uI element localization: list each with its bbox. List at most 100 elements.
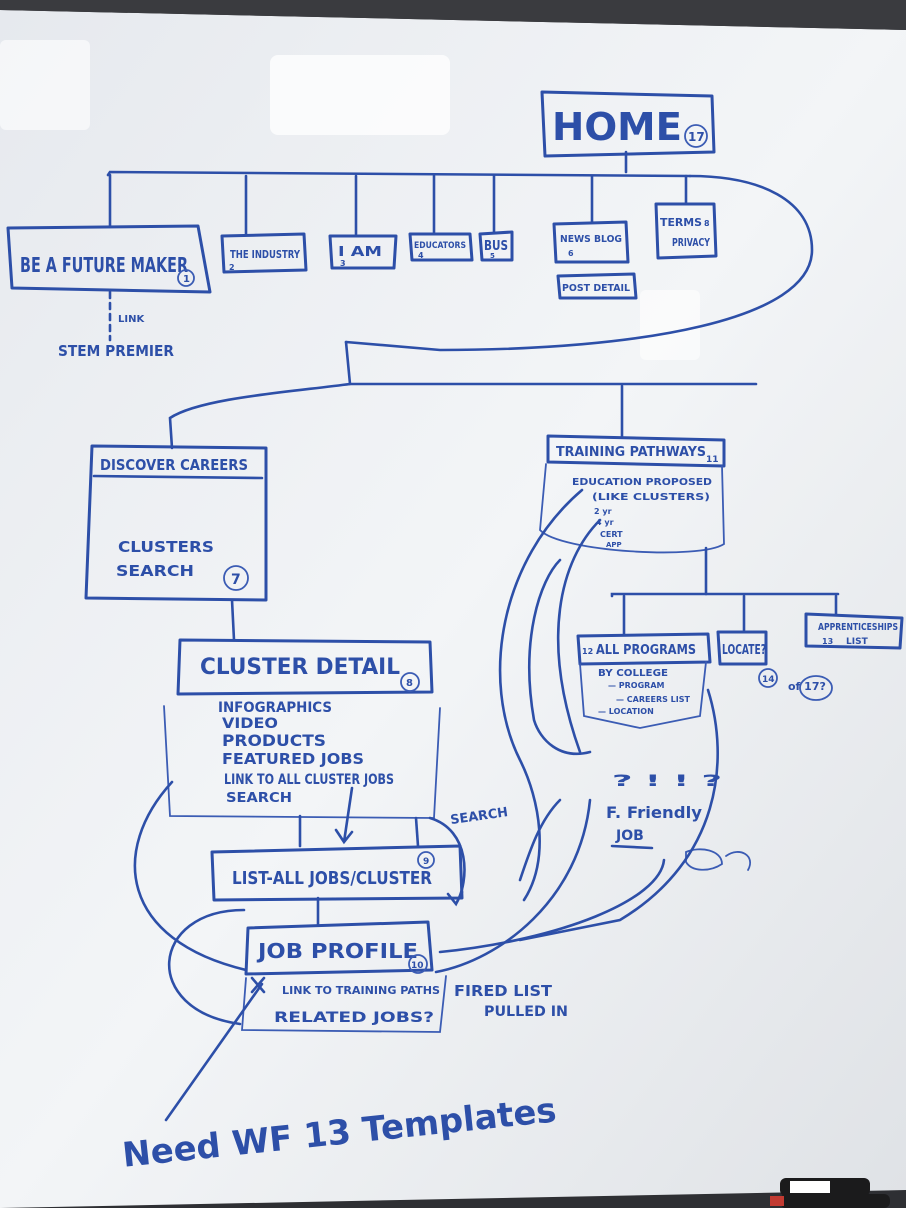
marker-tip-red <box>770 1196 784 1206</box>
friendly-job-underline <box>610 844 654 850</box>
all-programs-body <box>579 661 707 729</box>
terms-privacy-number: 8 <box>704 219 710 228</box>
the-industry-box <box>220 232 308 274</box>
cluster-detail-box <box>176 638 434 696</box>
cluster-detail-item-1: INFOGRAPHICS <box>218 700 332 716</box>
educators-number: 4 <box>418 251 424 260</box>
job-profile-number: 10 <box>411 961 424 971</box>
training-pathways-body <box>539 463 725 554</box>
nav-bar-line <box>106 170 692 178</box>
home-number: 17 <box>688 130 705 144</box>
job-profile-body <box>241 975 447 1033</box>
of-17-note: of 17? <box>788 680 826 693</box>
all-programs-number: 12 <box>582 647 593 656</box>
friendly-job-marks: ? ! ! ? <box>612 771 722 790</box>
apprenticeships-number: 13 <box>822 637 833 646</box>
home-label: HOME <box>552 105 682 149</box>
the-industry-number: 2 <box>229 263 235 272</box>
of-17-circle <box>799 675 833 701</box>
curve-friendly-loop <box>518 798 562 882</box>
discover-careers-number-circle <box>223 565 249 591</box>
training-item-2: 4 yr <box>596 518 614 527</box>
training-item-4: APP <box>606 541 622 549</box>
list-all-jobs-box <box>210 844 464 902</box>
marker-label-1 <box>790 1181 830 1193</box>
terms-label: TERMS <box>660 216 702 229</box>
all-programs-item-3: — CAREERS LIST <box>616 695 690 704</box>
curve-profile-loop-left <box>167 908 246 1026</box>
link-note: LINK <box>118 314 145 325</box>
job-profile-item-2: RELATED JOBS? <box>274 1010 434 1026</box>
board-frame-top <box>0 0 906 30</box>
bus-number: 5 <box>490 252 495 260</box>
friendly-job-line-2: JOB <box>615 828 644 844</box>
fired-list-line-2: PULLED IN <box>484 1004 568 1020</box>
be-a-future-maker-number: 1 <box>183 274 190 285</box>
training-pathways-title: TRAINING PATHWAYS <box>556 445 706 460</box>
locate-box <box>716 630 768 666</box>
cluster-detail-number: 8 <box>406 678 413 689</box>
job-profile-box <box>244 920 434 976</box>
discover-careers-title: DISCOVER CAREERS <box>100 456 248 474</box>
cluster-detail-item-4: FEATURED JOBS <box>222 750 364 768</box>
friendly-job-line-1: F. Friendly <box>606 803 703 822</box>
bus-box <box>478 230 514 262</box>
curve-profile-to-programs <box>438 858 666 954</box>
locate-number-circle <box>758 668 778 688</box>
i-am-box <box>328 234 398 270</box>
all-programs-item-2: — PROGRAM <box>608 681 665 690</box>
light-glare-2 <box>0 40 90 130</box>
doodle-shape <box>685 848 751 871</box>
cluster-detail-body <box>163 705 441 819</box>
be-a-future-maker-number-circle <box>177 269 195 287</box>
job-profile-number-circle <box>408 954 428 974</box>
curve-all-programs-right <box>518 688 719 942</box>
training-line-1: EDUCATION PROPOSED <box>572 477 712 488</box>
locate-number: 14 <box>762 675 775 685</box>
news-blog-number: 6 <box>568 249 574 258</box>
list-all-jobs-label: LIST-ALL JOBS/CLUSTER <box>232 868 432 889</box>
apprenticeships-box <box>804 612 904 650</box>
cluster-detail-item-2: VIDEO <box>222 716 278 732</box>
post-detail-box <box>556 272 638 300</box>
be-a-future-maker-box <box>6 224 212 294</box>
marker-cap-2 <box>780 1194 890 1208</box>
list-all-jobs-number-circle <box>417 851 435 869</box>
all-programs-label: ALL PROGRAMS <box>596 643 696 658</box>
curve-profile-to-friendly <box>434 798 592 974</box>
cluster-to-list-line-3 <box>414 816 420 848</box>
all-programs-box <box>576 632 712 666</box>
curve-cluster-to-profile <box>133 780 248 972</box>
cluster-detail-title: CLUSTER DETAIL <box>200 655 400 680</box>
training-line-2: (LIKE CLUSTERS) <box>592 492 710 503</box>
educators-label: EDUCATORS <box>414 241 466 251</box>
apprenticeships-label: APPRENTICESHIPS <box>818 622 898 633</box>
nav-loop-curve <box>344 174 814 352</box>
job-profile-item-1: LINK TO TRAINING PATHS <box>282 984 440 997</box>
i-am-label: I AM <box>338 245 382 260</box>
bus-label: BUS <box>484 239 508 254</box>
stem-premier-label: STEM PREMIER <box>58 342 174 360</box>
curve-training-to-programs <box>557 518 602 754</box>
training-pathways-number: 11 <box>706 455 719 465</box>
training-branch-bar <box>610 592 840 598</box>
light-glare-3 <box>640 290 700 360</box>
list-all-jobs-number: 9 <box>423 857 429 867</box>
training-item-3: CERT <box>600 530 623 539</box>
the-industry-label: THE INDUSTRY <box>230 248 301 261</box>
cluster-detail-number-circle <box>400 672 420 692</box>
be-a-future-maker-label: BE A FUTURE MAKER <box>20 253 188 277</box>
discover-careers-item-1: CLUSTERS <box>118 538 214 556</box>
cluster-to-list-arrow <box>334 786 354 845</box>
discover-careers-item-2: SEARCH <box>116 562 194 580</box>
home-box <box>540 90 716 158</box>
locate-label: LOCATE? <box>722 643 766 658</box>
news-blog-label: NEWS BLOG <box>560 234 622 245</box>
discover-careers-number: 7 <box>231 572 241 588</box>
educators-box <box>408 232 474 262</box>
curve-training-left <box>528 558 592 755</box>
apprenticeships-sub: LIST <box>846 637 869 647</box>
training-item-1: 2 yr <box>594 507 612 516</box>
branch-curve <box>168 382 352 450</box>
